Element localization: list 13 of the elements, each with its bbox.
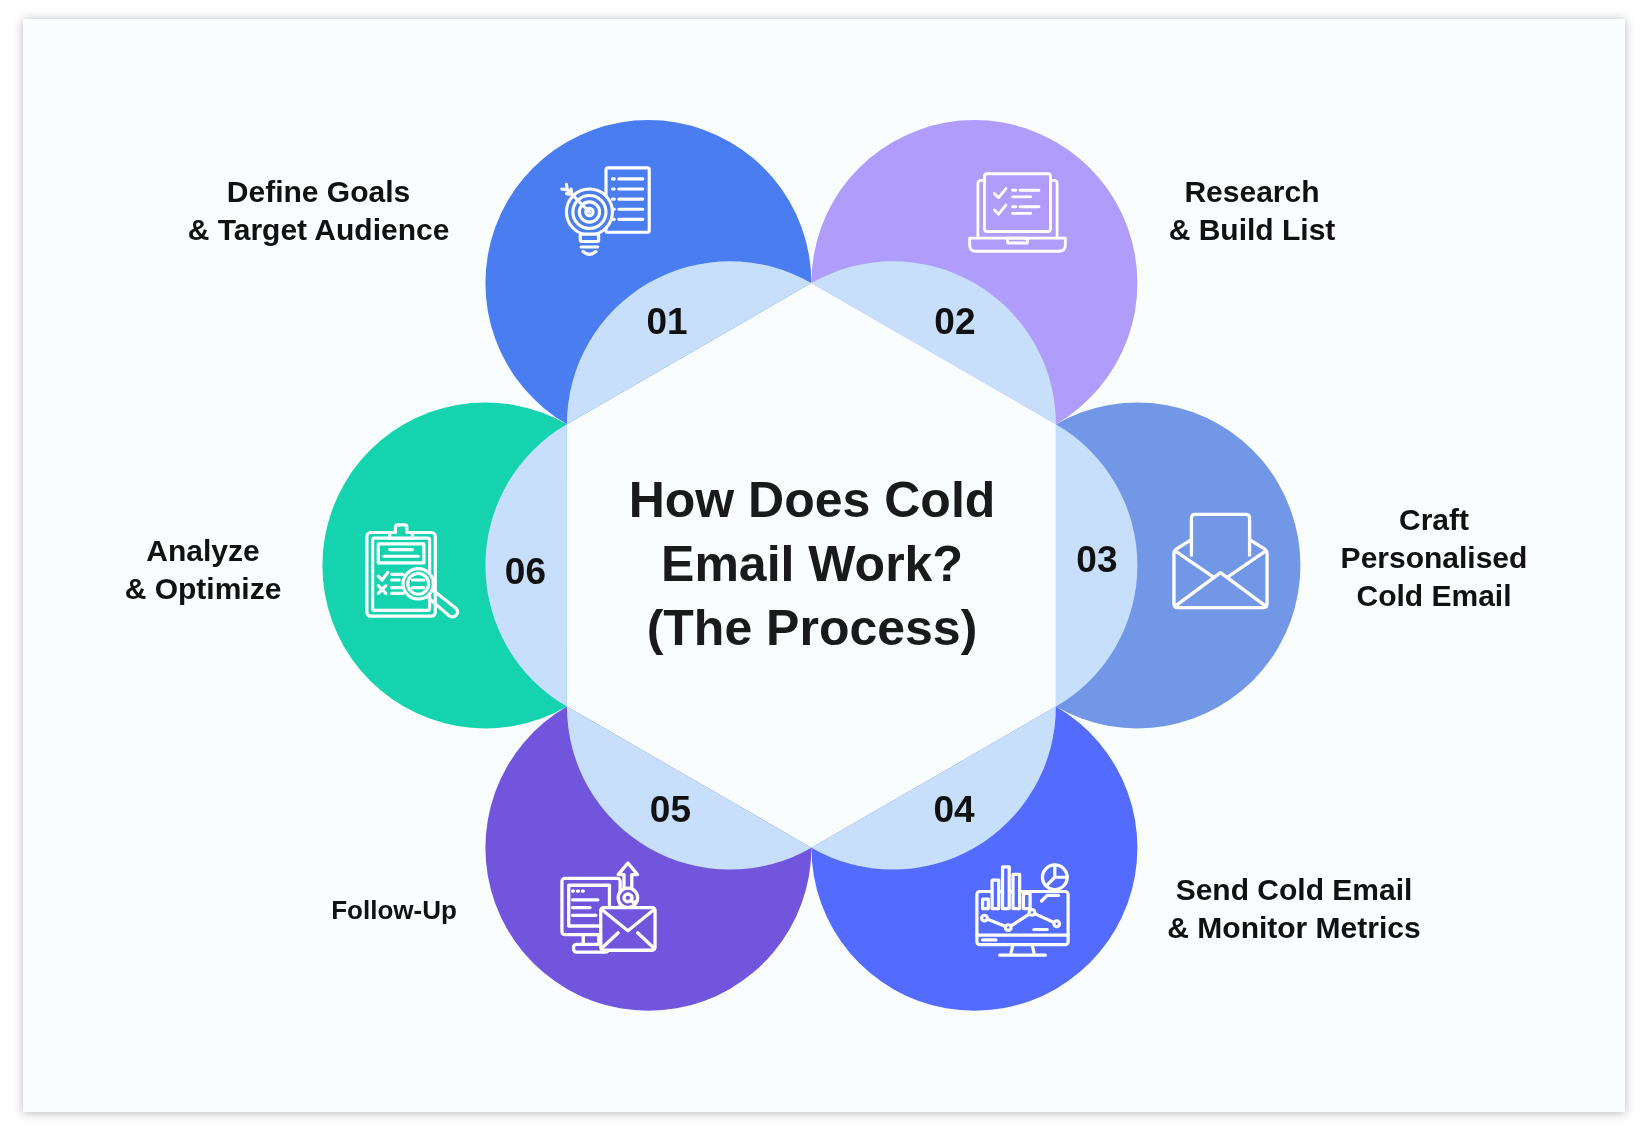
step-number: 01 — [646, 302, 688, 340]
step-label: Define Goals & Target Audience — [187, 174, 450, 248]
step-label: Analyze & Optimize — [124, 533, 282, 607]
diagram-title: How Does Cold Email Work? (The Process) — [628, 471, 996, 658]
step-number: 02 — [934, 302, 976, 340]
step-number: 04 — [933, 790, 975, 828]
step-label: Follow-Up — [331, 894, 457, 927]
step-number: 06 — [504, 552, 546, 590]
step-number: 05 — [649, 790, 691, 828]
step-number: 03 — [1076, 540, 1118, 578]
step-label: Craft Personalised Cold Email — [1340, 502, 1528, 614]
step-label: Research & Build List — [1168, 174, 1336, 248]
step-label: Send Cold Email & Monitor Metrics — [1167, 872, 1421, 946]
